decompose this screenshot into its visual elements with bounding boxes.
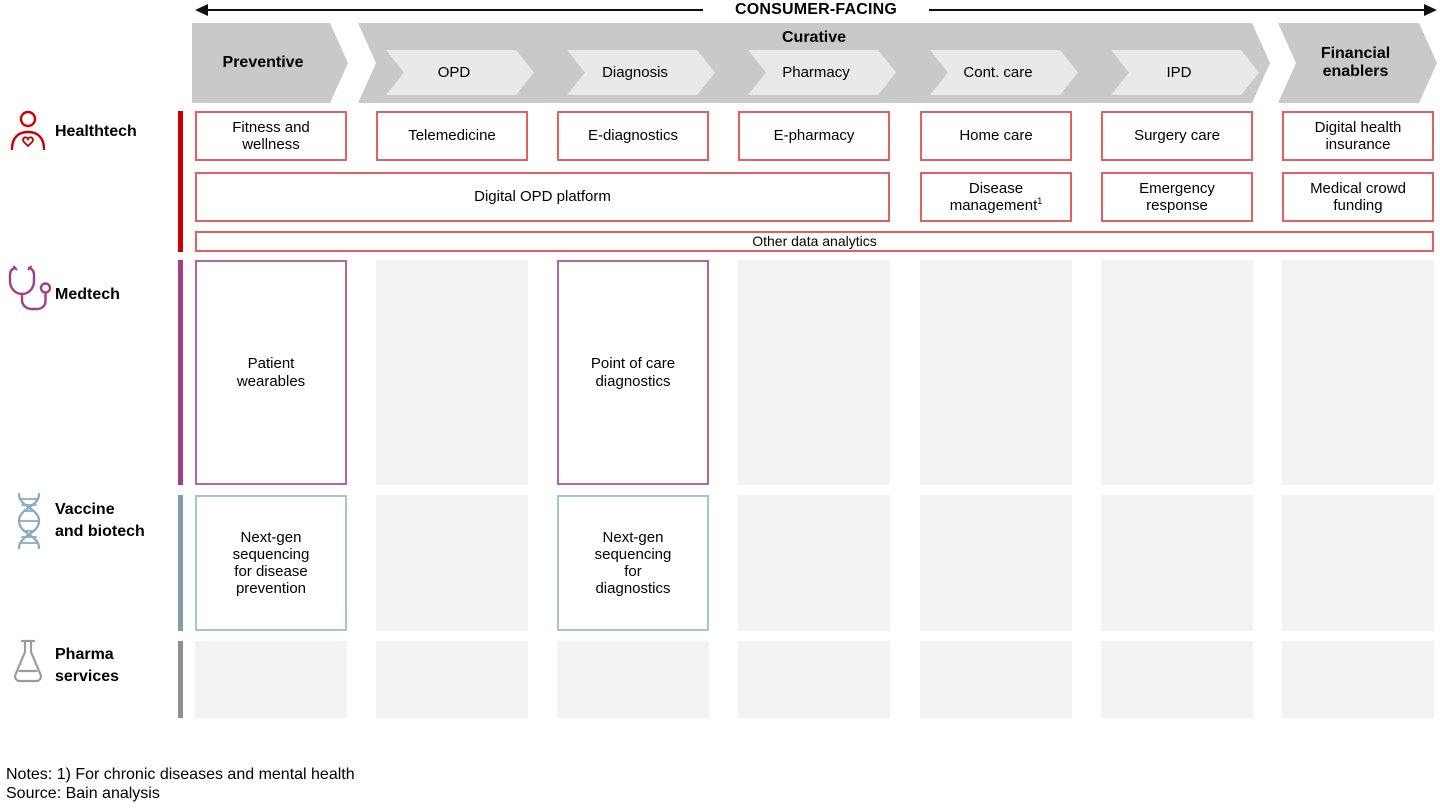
- consumer-facing-label: CONSUMER-FACING: [734, 1, 898, 18]
- cell-fitness-and-wellness: Fitness and wellness: [195, 111, 347, 161]
- stage-financial-enablers: Financial enablers: [1278, 23, 1437, 103]
- cell-e-diagnostics: E-diagnostics: [557, 111, 709, 161]
- arrow-left-icon: [195, 4, 208, 16]
- cell-disease-management: Disease management1: [920, 172, 1072, 222]
- cell-empty-pharma-diagnosis: [557, 641, 709, 718]
- cell-empty-medtech-pharmacy: [738, 260, 890, 485]
- axis-line-left: [208, 9, 703, 11]
- cell-emergency-response: Emergency response: [1101, 172, 1253, 222]
- cell-empty-pharma-ipd: [1101, 641, 1253, 718]
- stage-preventive-label: Preventive: [222, 53, 304, 71]
- stage-ipd-label: IPD: [1166, 64, 1192, 81]
- cell-empty-medtech-ipd: [1101, 260, 1253, 485]
- cell-telemedicine: Telemedicine: [376, 111, 528, 161]
- stage-diagnosis: Diagnosis: [567, 50, 715, 95]
- vaccine-accent-bar: [178, 495, 183, 631]
- stage-cont-care: Cont. care: [930, 50, 1078, 95]
- cell-empty-vaccine-financial: [1282, 495, 1434, 631]
- row-label-vaccine-and-biotech: Vaccine and biotech: [55, 501, 145, 540]
- cell-other-data-analytics: Other data analytics: [195, 231, 1434, 252]
- stage-preventive: Preventive: [192, 23, 348, 103]
- cell-empty-pharma-cont-care: [920, 641, 1072, 718]
- stage-financial-enablers-label: Financial enablers: [1320, 44, 1391, 80]
- footnotes: Notes: 1) For chronic diseases and menta…: [6, 765, 355, 803]
- stage-cont-care-label: Cont. care: [963, 64, 1033, 81]
- flask-icon: [9, 638, 47, 688]
- medtech-accent-bar: [178, 260, 183, 485]
- stage-ipd: IPD: [1111, 50, 1259, 95]
- cell-next-gen-sequencing-diagnostics: Next-gen sequencing for diagnostics: [557, 495, 709, 631]
- dna-icon: [12, 492, 46, 550]
- cell-digital-opd-platform: Digital OPD platform: [195, 172, 890, 222]
- cell-empty-medtech-opd: [376, 260, 528, 485]
- healthtech-accent-bar: [178, 111, 183, 252]
- consumer-facing-axis: CONSUMER-FACING: [195, 0, 1438, 20]
- stage-opd-label: OPD: [437, 64, 471, 81]
- person-heart-icon: [9, 109, 47, 151]
- row-label-pharma-services: Pharma services: [55, 646, 120, 685]
- cell-point-of-care-diagnostics: Point of care diagnostics: [557, 260, 709, 485]
- cell-empty-vaccine-cont-care: [920, 495, 1072, 631]
- stage-diagnosis-label: Diagnosis: [602, 64, 668, 81]
- cell-empty-pharma-opd: [376, 641, 528, 718]
- stage-opd: OPD: [386, 50, 534, 95]
- cell-empty-medtech-financial: [1282, 260, 1434, 485]
- cell-patient-wearables: Patient wearables: [195, 260, 347, 485]
- cell-e-pharmacy: E-pharmacy: [738, 111, 890, 161]
- cell-empty-pharma-financial: [1282, 641, 1434, 718]
- cell-empty-vaccine-ipd: [1101, 495, 1253, 631]
- cell-digital-health-insurance: Digital health insurance: [1282, 111, 1434, 161]
- stethoscope-icon: [6, 264, 52, 314]
- cell-home-care: Home care: [920, 111, 1072, 161]
- pharma-accent-bar: [178, 641, 183, 718]
- footnote-marker: 1: [1037, 196, 1043, 206]
- row-label-medtech: Medtech: [55, 286, 120, 303]
- axis-line-right: [929, 9, 1425, 11]
- cell-empty-pharma-preventive: [195, 641, 347, 718]
- arrow-right-icon: [1424, 4, 1438, 16]
- cell-surgery-care: Surgery care: [1101, 111, 1253, 161]
- cell-empty-medtech-cont-care: [920, 260, 1072, 485]
- stage-curative-label: Curative: [781, 29, 847, 46]
- row-label-healthtech: Healthtech: [55, 123, 137, 140]
- cell-empty-vaccine-pharmacy: [738, 495, 890, 631]
- stage-pharmacy-label: Pharmacy: [782, 64, 850, 81]
- source-line: Source: Bain analysis: [6, 785, 160, 803]
- notes-line: Notes: 1) For chronic diseases and menta…: [6, 766, 355, 783]
- cell-medical-crowd-funding: Medical crowd funding: [1282, 172, 1434, 222]
- cell-next-gen-sequencing-prevention: Next-gen sequencing for disease preventi…: [195, 495, 347, 631]
- cell-empty-pharma-pharmacy: [738, 641, 890, 718]
- cell-empty-vaccine-opd: [376, 495, 528, 631]
- stage-pharmacy: Pharmacy: [748, 50, 896, 95]
